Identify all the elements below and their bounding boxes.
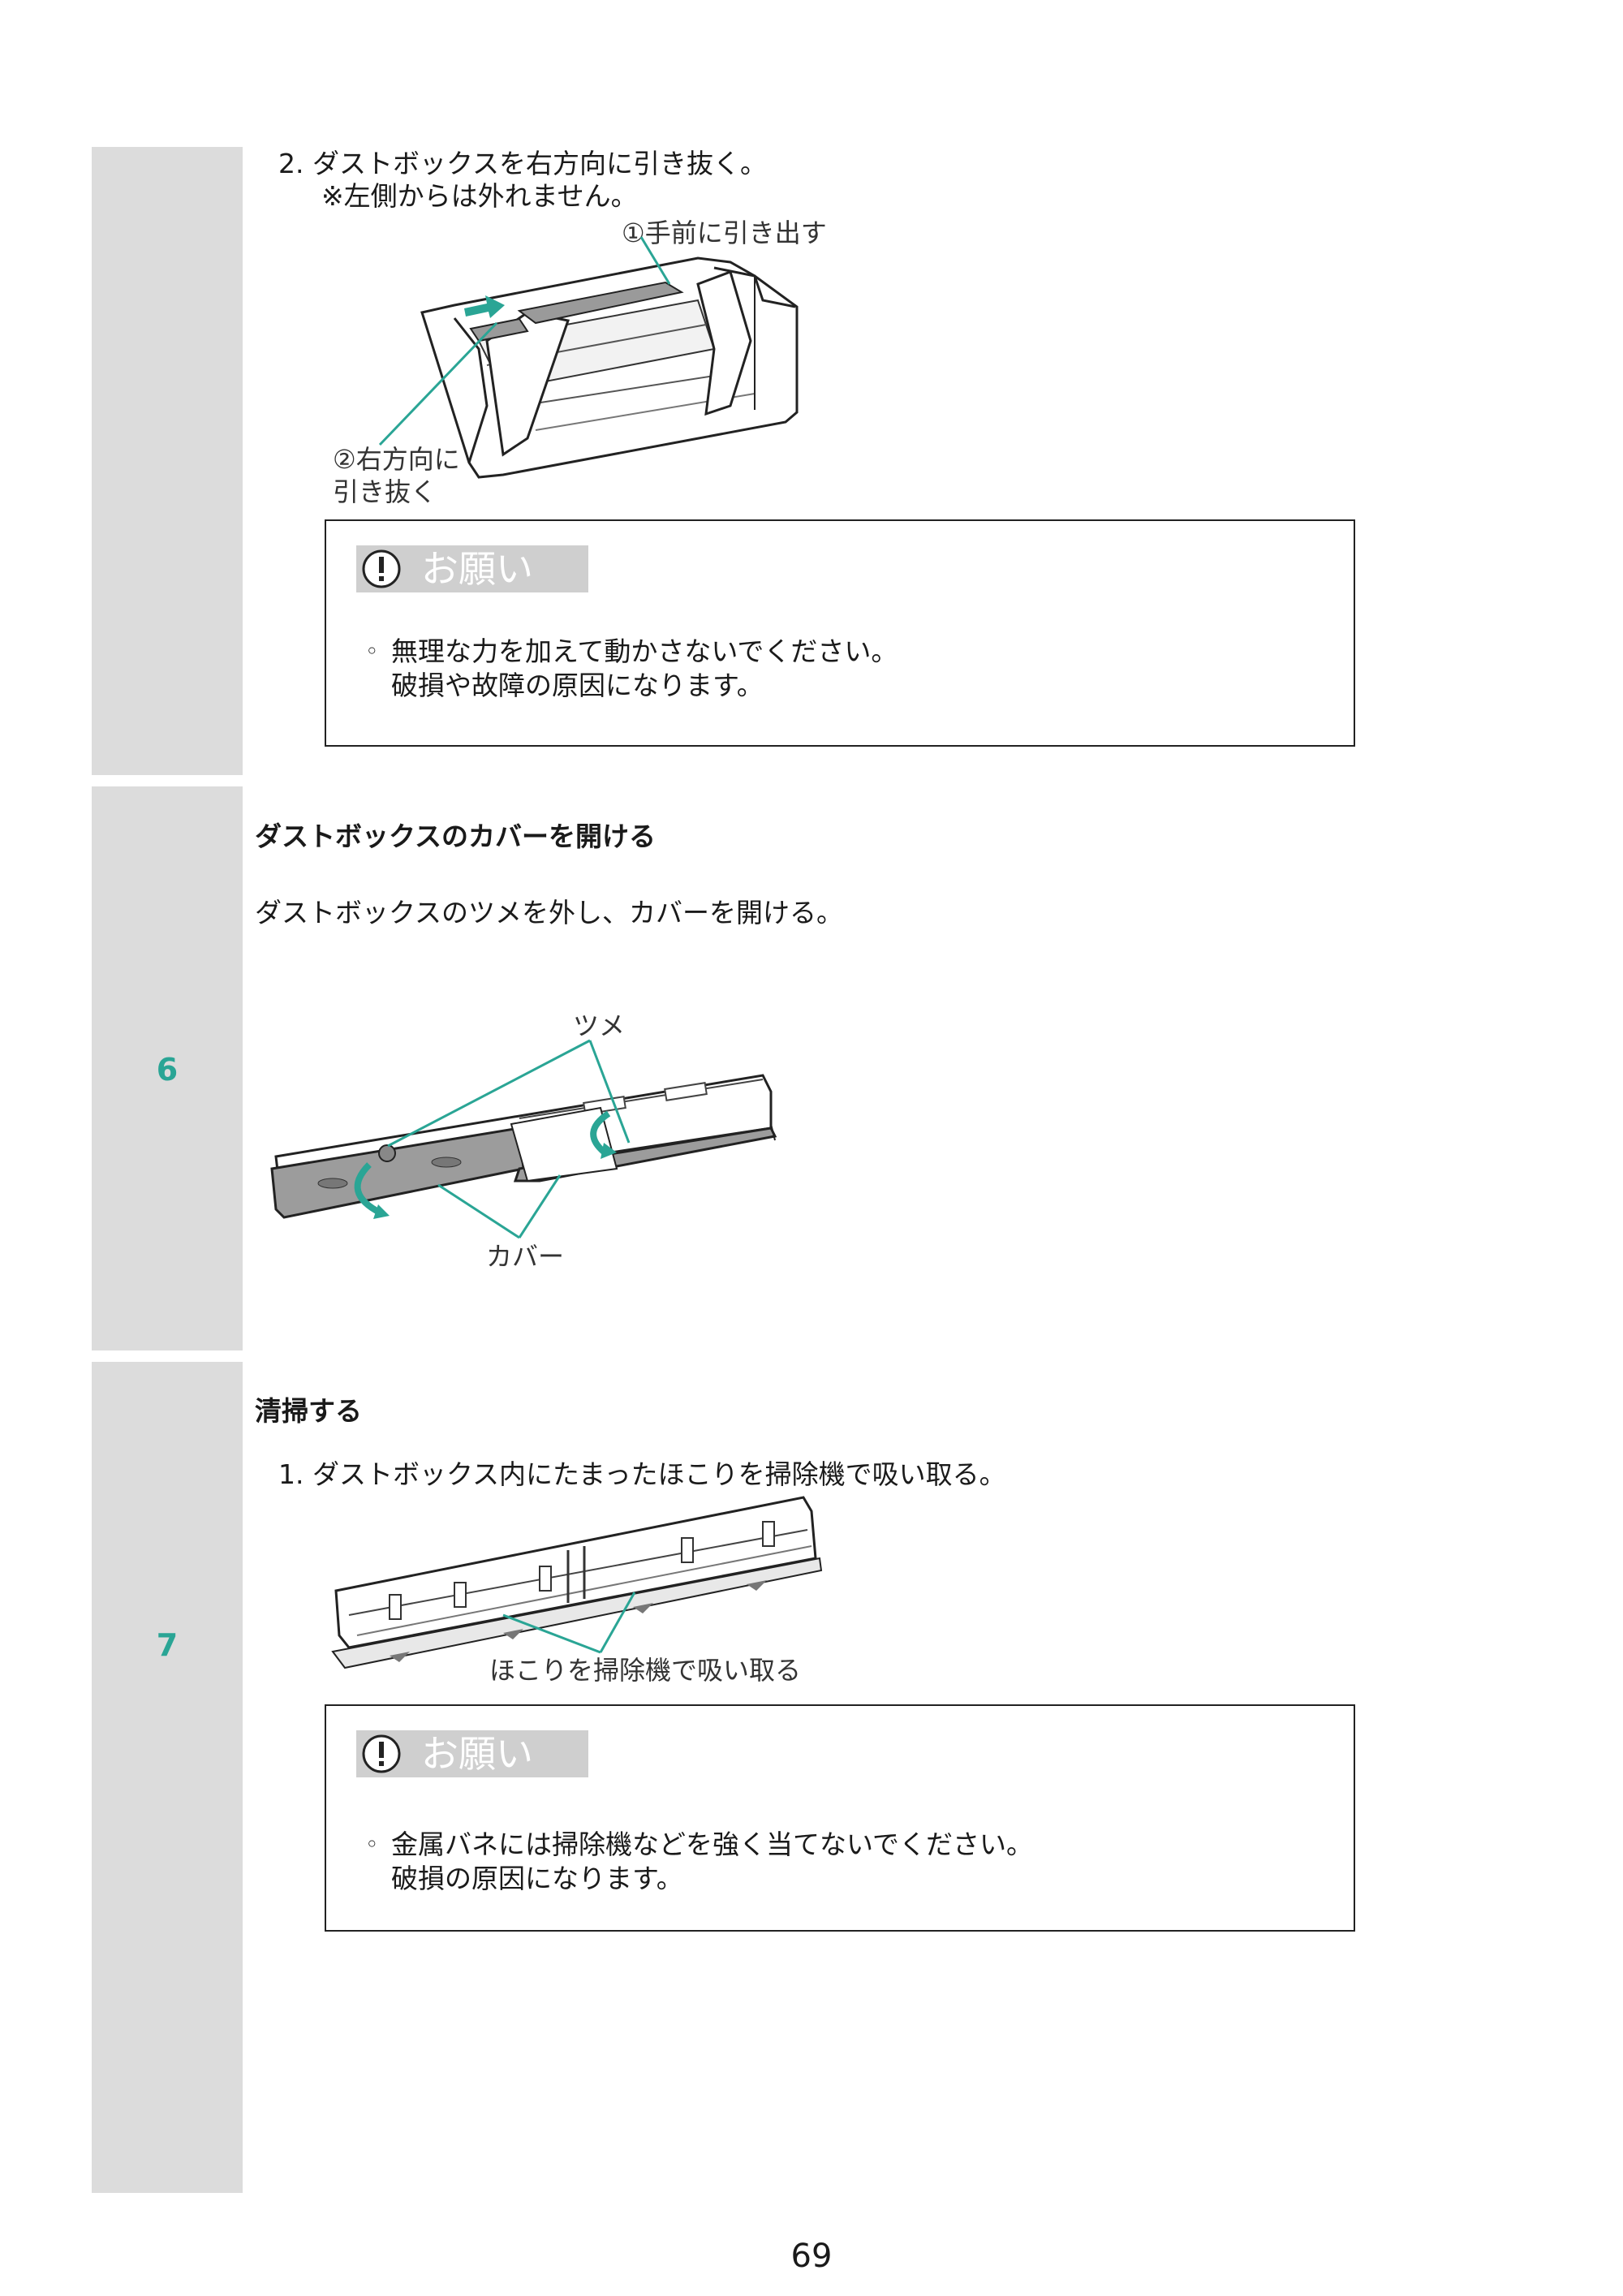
exclamation-circle-icon bbox=[362, 1734, 401, 1773]
step-number-6: 6 bbox=[156, 1052, 179, 1088]
caution-badge: お願い bbox=[356, 545, 588, 592]
step7-substep: 1. ダストボックス内にたまったほこりを掃除機で吸い取る。 bbox=[278, 1458, 1006, 1490]
sidebar-block-step6 bbox=[92, 786, 243, 1350]
substep-text: 2. ダストボックスを右方向に引き抜く。 bbox=[278, 148, 767, 179]
caution-box: お願い ◦ 無理な力を加えて動かさないでください。 破損や故障の原因になります。 bbox=[325, 519, 1355, 747]
label-tsume: ツメ bbox=[573, 1010, 626, 1041]
step7-title: 清掃する bbox=[255, 1395, 362, 1427]
callout-pull-right-2: 引き抜く bbox=[333, 476, 437, 507]
step6-instruction: ダストボックスのツメを外し、カバーを開ける。 bbox=[255, 897, 844, 928]
sidebar-block-prev bbox=[92, 147, 243, 775]
label-cover: カバー bbox=[486, 1241, 565, 1272]
page-number: 69 bbox=[790, 2238, 833, 2275]
note-bullet-2: ◦ bbox=[365, 1831, 379, 1858]
note-bullet: ◦ bbox=[365, 638, 379, 665]
step6-title: ダストボックスのカバーを開ける bbox=[255, 821, 657, 852]
label-dust: ほこりを掃除機で吸い取る bbox=[489, 1655, 802, 1686]
caution-box-2: お願い ◦ 金属バネには掃除機などを強く当てないでください。 破損の原因になりま… bbox=[325, 1704, 1355, 1932]
step-number-7: 7 bbox=[156, 1627, 179, 1663]
caution-badge-label-2: お願い bbox=[421, 1732, 533, 1776]
callout-pull-forward: ①手前に引き出す bbox=[622, 218, 827, 248]
exclamation-circle-icon bbox=[362, 549, 401, 588]
note-line-2: 破損や故障の原因になります。 bbox=[391, 670, 764, 701]
sidebar-block-step7 bbox=[92, 1362, 243, 2193]
note-line-2-2: 破損の原因になります。 bbox=[391, 1863, 683, 1894]
substep-note: ※左側からは外れません。 bbox=[321, 180, 638, 212]
caution-badge-label: お願い bbox=[421, 547, 533, 591]
note-line-2-1: 金属バネには掃除機などを強く当てないでください。 bbox=[391, 1829, 1034, 1860]
caution-badge-2: お願い bbox=[356, 1730, 588, 1777]
callout-pull-right-1: ②右方向に bbox=[333, 444, 460, 475]
note-line-1: 無理な力を加えて動かさないでください。 bbox=[391, 635, 898, 667]
